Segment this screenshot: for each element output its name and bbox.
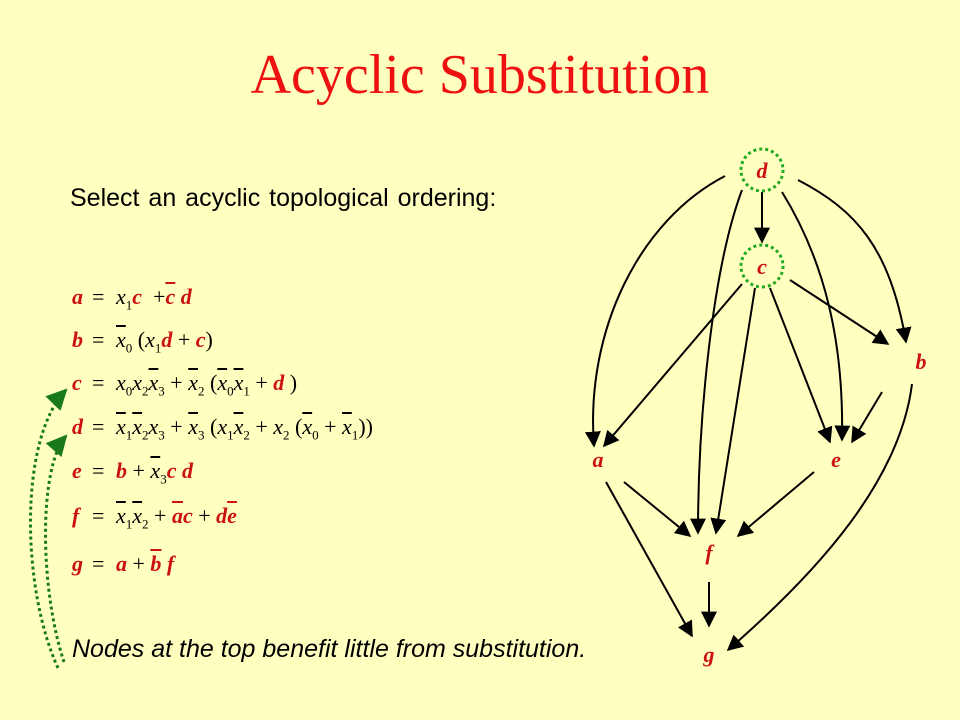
equation-rhs-d: x1x2x3 + x3 (x1x2 + x2 (x0 + x1)) bbox=[116, 414, 373, 443]
equation-g: g = a + b f bbox=[72, 548, 174, 580]
equation-lhs-e: e bbox=[72, 458, 82, 483]
edge-d-a bbox=[584, 175, 726, 448]
node-e: e bbox=[831, 447, 841, 472]
dotted-arrow-inner bbox=[44, 434, 68, 663]
equation-lhs-b: b bbox=[72, 327, 83, 352]
equals-sign: = bbox=[92, 370, 105, 395]
node-d-highlight-ring bbox=[739, 147, 785, 193]
page-title: Acyclic Substitution bbox=[250, 44, 710, 106]
equation-rhs-f: x1x2 + ac + de bbox=[116, 503, 237, 532]
equation-rhs-g: a + b f bbox=[116, 551, 175, 576]
equals-sign: = bbox=[92, 458, 105, 483]
equation-rhs-a: x1c +c d bbox=[116, 284, 192, 313]
node-c: c bbox=[757, 254, 767, 279]
equals-sign: = bbox=[92, 284, 105, 309]
subtitle: Select an acyclic topological ordering: bbox=[70, 184, 497, 212]
node-a: a bbox=[593, 447, 604, 472]
edge-c-f bbox=[710, 287, 756, 535]
equation-rhs-e: b + x3c d bbox=[116, 458, 193, 487]
edge-a-f bbox=[623, 481, 692, 538]
dotted-arrow-outer bbox=[29, 388, 68, 669]
node-c-highlight-ring bbox=[739, 243, 785, 289]
equation-b: b = x0 (x1d + c) bbox=[72, 324, 213, 356]
edge-d-f bbox=[690, 189, 743, 535]
equation-rhs-b: x0 (x1d + c) bbox=[116, 327, 213, 356]
equation-rhs-c: x0x2x3 + x2 (x0x1 + d ) bbox=[116, 370, 298, 399]
equals-sign: = bbox=[92, 503, 105, 528]
node-g: g bbox=[703, 642, 715, 667]
edge-d-e bbox=[781, 191, 851, 442]
equals-sign: = bbox=[92, 327, 105, 352]
equation-d: d = x1x2x3 + x3 (x1x2 + x2 (x0 + x1)) bbox=[72, 411, 373, 443]
equation-a: a = x1c +c d bbox=[72, 281, 192, 313]
equation-f: f = x1x2 + ac + de bbox=[72, 500, 237, 532]
node-d: d bbox=[757, 158, 769, 183]
edge-a-g bbox=[605, 481, 693, 638]
node-f: f bbox=[705, 540, 715, 565]
edge-c-a bbox=[602, 283, 743, 448]
edge-d-b bbox=[797, 179, 912, 344]
equation-lhs-a: a bbox=[72, 284, 83, 309]
equation-lhs-d: d bbox=[72, 414, 83, 439]
edge-c-b bbox=[789, 279, 890, 345]
equals-sign: = bbox=[92, 414, 105, 439]
equals-sign: = bbox=[92, 551, 105, 576]
footnote: Nodes at the top benefit little from sub… bbox=[72, 635, 587, 663]
equation-lhs-f: f bbox=[72, 503, 80, 528]
node-b: b bbox=[916, 349, 927, 374]
edge-b-e bbox=[851, 391, 883, 444]
equation-e: e = b + x3c d bbox=[72, 455, 193, 487]
equation-c: c = x0x2x3 + x2 (x0x1 + d ) bbox=[72, 367, 297, 399]
edge-e-f bbox=[736, 471, 815, 538]
equation-lhs-c: c bbox=[72, 370, 82, 395]
equation-lhs-g: g bbox=[72, 551, 83, 576]
edge-b-g bbox=[726, 383, 913, 652]
edge-c-e bbox=[769, 287, 833, 444]
